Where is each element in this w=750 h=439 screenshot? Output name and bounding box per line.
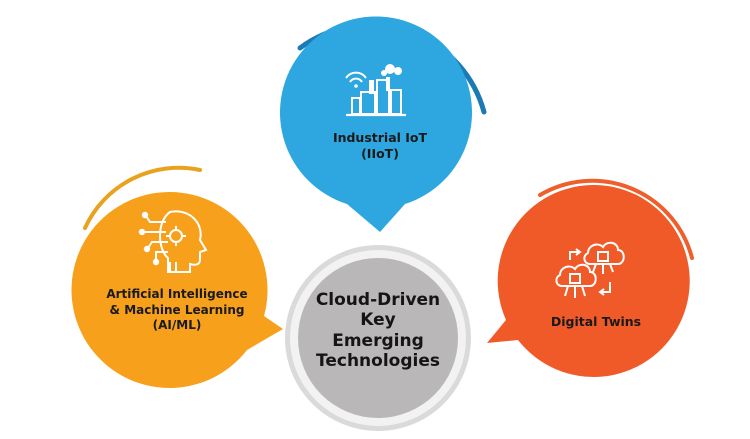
- dt-label-line-1: Digital Twins: [550, 314, 642, 329]
- center-title: Cloud-Driven Key Emerging Technologies: [303, 290, 453, 372]
- ai-label: Artificial Intelligence & Machine Learni…: [94, 287, 260, 334]
- ai-label-line-1: Artificial Intelligence: [106, 287, 248, 301]
- node-ai-ml: [71, 165, 283, 389]
- smart-factory-icon: [345, 64, 406, 117]
- center-hub: [285, 245, 471, 431]
- digital-twin-cloud-icon: [555, 241, 625, 298]
- center-title-line-4: Technologies: [316, 351, 440, 372]
- node-industrial-iot: [280, 16, 487, 232]
- iot-label-line-1: Industrial IoT: [332, 130, 428, 145]
- center-title-line-3: Emerging: [332, 330, 424, 351]
- ai-speech-bubble: [71, 192, 283, 389]
- center-circle: [298, 258, 458, 418]
- dt-speech-bubble: [487, 184, 690, 377]
- iot-label-line-2: (IIoT): [361, 146, 399, 162]
- center-title-line-1: Cloud-Driven: [315, 290, 441, 310]
- ai-label-line-3: (AI/ML): [152, 318, 202, 333]
- center-title-line-2: Key: [360, 310, 396, 331]
- ai-brain-head-icon: [138, 210, 208, 273]
- iot-label: Industrial IoT (IIoT): [306, 130, 454, 163]
- node-digital-twins: [487, 178, 694, 377]
- ai-outer-ring: [83, 165, 202, 230]
- dt-outer-ring: [538, 178, 694, 260]
- dt-label: Digital Twins: [525, 314, 667, 330]
- ai-label-line-2: & Machine Learning: [109, 302, 245, 317]
- iot-speech-bubble: [280, 16, 472, 232]
